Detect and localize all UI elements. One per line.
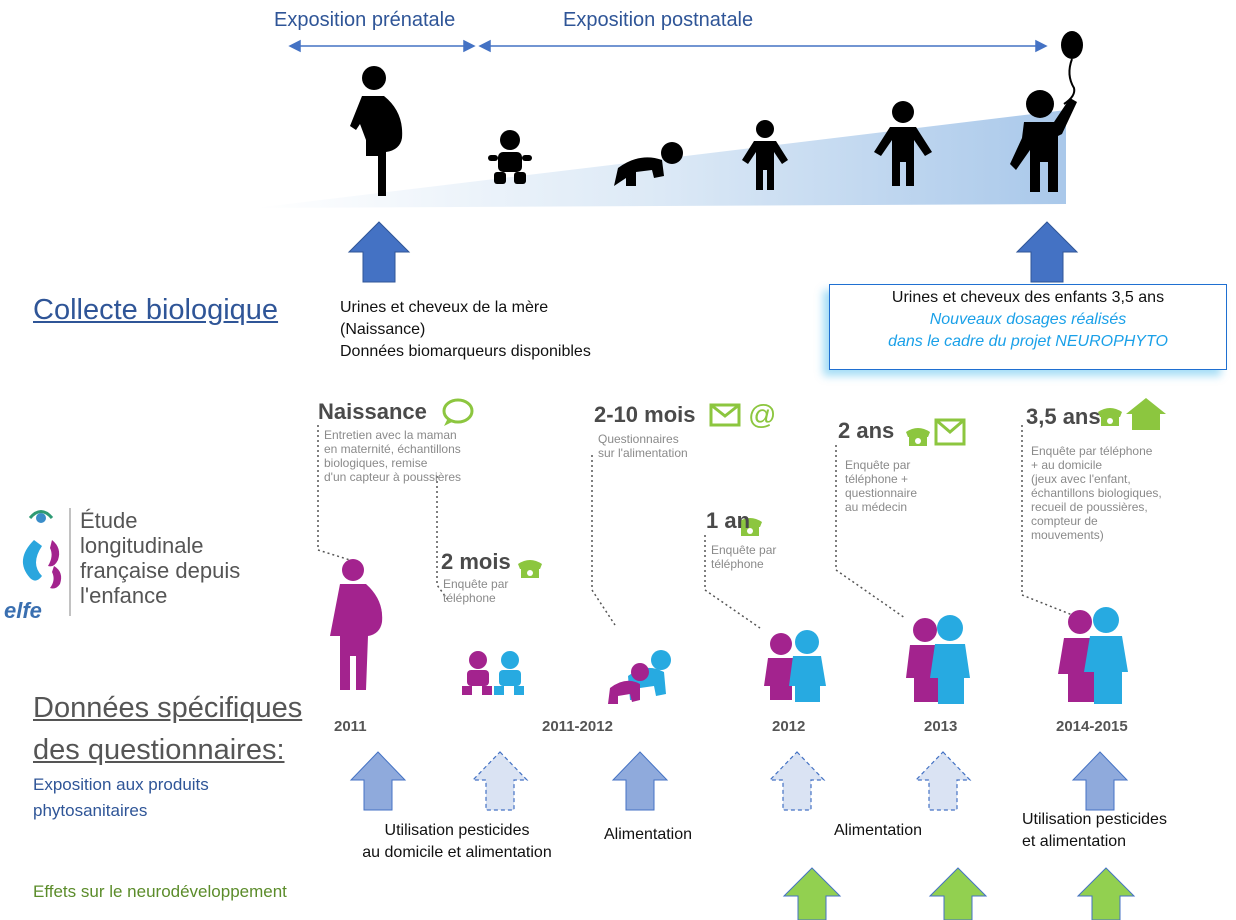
envelope-icon	[709, 403, 741, 427]
questionnaire-arrow-alimentation	[611, 751, 669, 811]
babies-2-months-figure	[462, 651, 524, 695]
phone-icon	[518, 560, 542, 578]
elfe-title-line: française depuis	[80, 558, 241, 583]
caption-alimentation-2: Alimentation	[833, 822, 923, 839]
stage-2-10-mois-title: 2-10 mois	[594, 402, 696, 427]
prenatal-exposure-label: Exposition prénatale	[274, 9, 456, 31]
year-label: 2012	[772, 718, 806, 735]
child-with-balloon-icon	[1010, 31, 1083, 192]
caption-pesticides-alimentation: Utilisation pesticides et alimentation	[1022, 811, 1167, 850]
questionnaire-arrow-2014-2015	[1071, 751, 1129, 811]
elfe-title-line: longitudinale	[80, 533, 204, 558]
children-collection-line2: Nouveaux dosages réalisés	[929, 311, 1127, 328]
effets-neurodeveloppement-label: Effets sur le neurodéveloppement	[33, 882, 287, 901]
mother-collection-line: Urines et cheveux de la mère	[340, 299, 549, 316]
caption-alimentation-1: Alimentation	[603, 826, 693, 843]
neurodev-arrow-2013	[928, 867, 988, 920]
year-label: 2014-2015	[1056, 718, 1128, 735]
toddler-icon	[742, 120, 788, 190]
mother-collection-arrow	[347, 221, 411, 283]
year-label: 2011-2012	[542, 718, 613, 735]
questionnaire-arrow-2012-dashed	[768, 751, 826, 811]
postnatal-exposure-label: Exposition postnatale	[563, 9, 754, 31]
questionnaires-title: Données spécifiques des questionnaires:	[33, 687, 302, 771]
at-sign-icon: @	[748, 399, 776, 430]
kids-3-5-years-figure	[1058, 607, 1128, 704]
baby-crawling-icon	[614, 142, 683, 186]
stage-2-mois-text: Enquête par téléphone	[443, 577, 509, 605]
elfe-logo-word: elfe	[4, 598, 42, 623]
mother-collection-text: Urines et cheveux de la mère (Naissance)…	[340, 297, 591, 363]
pregnant-mother-figure	[330, 559, 383, 690]
children-collection-line3: dans le cadre du projet NEUROPHYTO	[888, 333, 1168, 350]
phone-icon	[1098, 408, 1122, 426]
child-collection-arrow	[1015, 221, 1079, 283]
year-label: 2013	[924, 718, 958, 735]
stage-2-10-mois-text: Questionnaires sur l'alimentation	[598, 432, 688, 460]
elfe-study-title: Étude longitudinale française depuis l'e…	[80, 508, 240, 608]
neurodev-arrow-2014-2015	[1076, 867, 1136, 920]
elfe-title-line: l'enfance	[80, 583, 168, 608]
stage-2-ans-title: 2 ans	[838, 418, 895, 443]
kids-1-year-figure	[764, 630, 826, 702]
stage-connectors	[317, 425, 1081, 629]
stage-naissance-text: Entretien avec la maman en maternité, éc…	[324, 428, 462, 484]
envelope-icon	[934, 418, 966, 446]
baby-sitting-icon	[488, 130, 532, 184]
prenatal-range-arrow	[288, 39, 476, 53]
children-collection-box: Urines et cheveux des enfants 3,5 ans No…	[829, 284, 1227, 370]
stage-1-an-text: Enquête par téléphone	[711, 543, 777, 571]
stage-3-5-ans-text: Enquête par téléphone + au domicile (jeu…	[1031, 444, 1162, 542]
stage-3-5-ans-title: 3,5 ans	[1026, 404, 1101, 429]
collecte-biologique-title: Collecte biologique	[33, 294, 279, 326]
crawling-babies-figure	[608, 650, 671, 704]
stage-naissance-title: Naissance	[318, 399, 427, 424]
elfe-title-line: Étude	[80, 508, 138, 533]
mother-collection-line: Données biomarqueurs disponibles	[340, 343, 591, 360]
questionnaire-arrow-2-months-dashed	[471, 751, 529, 811]
house-icon	[1126, 398, 1166, 430]
children-collection-line1: Urines et cheveux des enfants 3,5 ans	[891, 289, 1165, 306]
questionnaires-title-line2: des questionnaires:	[33, 734, 285, 766]
pregnant-woman-icon	[350, 66, 403, 196]
phone-icon	[906, 428, 930, 446]
child-icon	[874, 101, 932, 186]
exposition-phytosanitaires-label: Exposition aux produits phytosanitaires	[33, 775, 209, 820]
caption-pesticides-domicile: Utilisation pesticides au domicile et al…	[362, 822, 552, 861]
postnatal-range-arrow	[478, 39, 1048, 53]
elfe-logo-icon	[22, 510, 62, 589]
questionnaires-title-line1: Données spécifiques	[33, 692, 303, 724]
questionnaire-arrow-2013-dashed	[914, 751, 972, 811]
exposure-gradient-wedge	[255, 110, 1066, 208]
year-label: 2011	[334, 718, 367, 735]
neurodev-arrow-2012	[782, 867, 842, 920]
mother-collection-line: (Naissance)	[340, 321, 426, 338]
stage-2-mois-title: 2 mois	[441, 549, 511, 574]
speech-bubble-icon	[442, 398, 474, 426]
questionnaire-arrow-2011	[349, 751, 407, 811]
phone-icon	[738, 518, 762, 536]
stage-2-ans-text: Enquête par téléphone + questionnaire au…	[845, 458, 918, 514]
kids-2-years-figure	[906, 615, 970, 704]
stage-1-an-title: 1 an	[706, 508, 751, 533]
